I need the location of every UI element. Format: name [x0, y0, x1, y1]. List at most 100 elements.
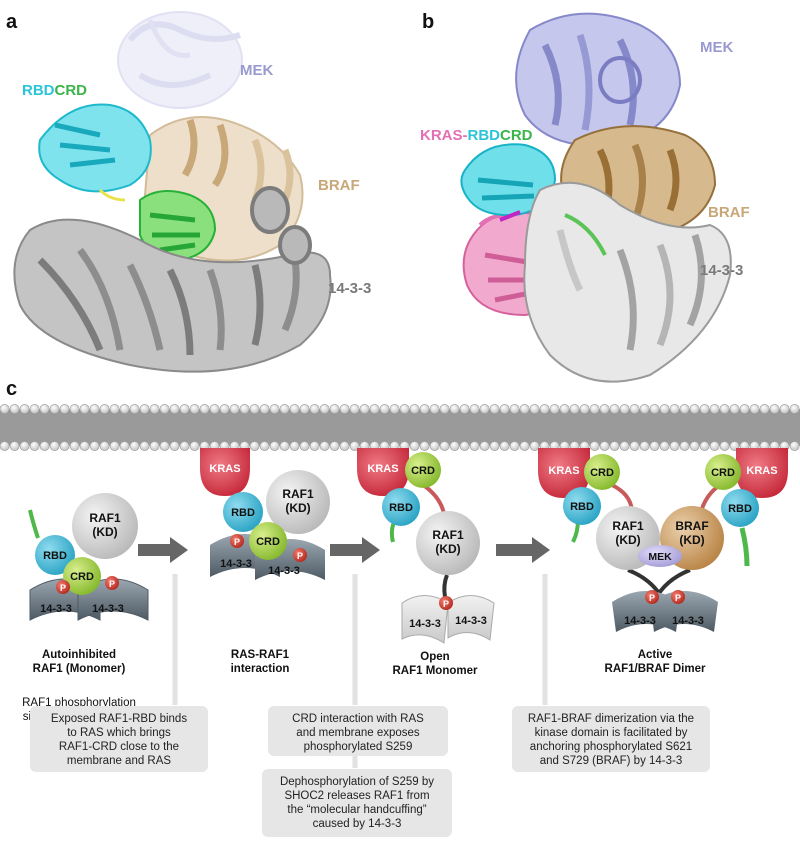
lipid-head — [699, 441, 710, 451]
lipid-head — [649, 441, 660, 451]
stage-active-dimer: KRAS KRAS RBD CRD RBD CRD RAF1(KD) BRAF(… — [538, 448, 788, 632]
lipid-head — [359, 404, 370, 414]
lipid-head — [269, 404, 280, 414]
lipid-head — [319, 441, 330, 451]
lipid-head — [769, 404, 780, 414]
panel-b-dash-label: - — [463, 127, 468, 144]
lipid-head — [179, 441, 190, 451]
lipid-head — [119, 404, 130, 414]
lipid-head — [719, 441, 730, 451]
lipid-head — [789, 441, 800, 451]
stage2-crd-label: CRD — [256, 536, 280, 548]
lipid-head — [129, 404, 140, 414]
lipid-head — [259, 441, 270, 451]
lipid-head — [29, 441, 40, 451]
lipid-head — [479, 404, 490, 414]
stage4-p-right — [671, 590, 685, 604]
lipid-head — [399, 404, 410, 414]
lipid-head — [169, 441, 180, 451]
lipid-head — [249, 441, 260, 451]
stage4-kras-right-label: KRAS — [746, 465, 777, 477]
stage1-crd-label: CRD — [70, 571, 94, 583]
stage-open-raf1-monomer: KRAS RBD CRD RAF1(KD) 14-3-3 14-3-3 P — [357, 448, 495, 644]
lipid-head — [429, 441, 440, 451]
stage1-p-left-label: P — [60, 583, 66, 593]
panel-a-label: a — [6, 11, 18, 33]
stage1-raf1-kd-node — [72, 493, 138, 559]
lipid-head — [509, 441, 520, 451]
lipid-head — [409, 441, 420, 451]
lipid-head — [659, 404, 670, 414]
lipid-head — [689, 441, 700, 451]
stage4-crd-left-label: CRD — [590, 467, 614, 479]
lipid-head — [89, 404, 100, 414]
lipid-head — [529, 441, 540, 451]
lipid-head — [149, 441, 160, 451]
panel-a-braf-label: BRAF — [318, 177, 360, 194]
lipid-head — [19, 441, 30, 451]
lipid-head — [239, 404, 250, 414]
lipid-head — [369, 404, 380, 414]
lipid-head — [449, 441, 460, 451]
arrow-1 — [138, 537, 188, 563]
stage3-kras-label: KRAS — [367, 463, 398, 475]
panel-b-crd-label: CRD — [500, 127, 533, 144]
stage4-braf-kd-label: BRAF(KD) — [675, 519, 708, 547]
stage3-14-3-3-left-label: 14-3-3 — [409, 618, 441, 630]
stage2-raf1-kd-label: RAF1(KD) — [282, 487, 314, 515]
stage4-p-right-label: P — [675, 593, 681, 603]
lipid-head — [109, 441, 120, 451]
lipid-head — [459, 441, 470, 451]
stage4-14-3-3-left-label: 14-3-3 — [624, 615, 656, 627]
lipid-head — [99, 404, 110, 414]
stage2-p-right — [293, 548, 307, 562]
lipid-head — [489, 441, 500, 451]
lipid-head — [299, 404, 310, 414]
lipid-head — [299, 441, 310, 451]
lipid-head — [9, 441, 20, 451]
lipid-head — [79, 404, 90, 414]
lipid-head — [69, 441, 80, 451]
stage3-raf1-kd-label: RAF1(KD) — [432, 528, 464, 556]
panel-a-mek-label: MEK — [240, 62, 274, 79]
stage1-14-3-3-left-label: 14-3-3 — [40, 603, 72, 615]
lipid-head — [289, 404, 300, 414]
lipid-head — [419, 441, 430, 451]
stage3-raf1-kd-node — [416, 511, 480, 575]
lipid-head — [109, 404, 120, 414]
lipid-head — [349, 404, 360, 414]
panel-a-rbd-ribbon — [38, 103, 152, 202]
lipid-head — [529, 404, 540, 414]
lipid-head — [389, 404, 400, 414]
lipid-head — [689, 404, 700, 414]
arrow-3 — [496, 537, 550, 563]
lipid-head — [29, 404, 40, 414]
stage2-p-left — [230, 534, 244, 548]
lipid-head — [349, 441, 360, 451]
lipid-head — [619, 404, 630, 414]
panel-b-label: b — [422, 11, 434, 33]
lipid-head — [189, 441, 200, 451]
lipid-head — [59, 441, 70, 451]
lipid-head — [0, 404, 10, 414]
panel-a-14-3-3-label: 14-3-3 — [328, 280, 371, 297]
lipid-head — [279, 404, 290, 414]
stage1-rbd-label: RBD — [43, 550, 67, 562]
lipid-head — [609, 441, 620, 451]
lipid-bilayer-membrane — [0, 404, 800, 451]
lipid-head — [489, 404, 500, 414]
lipid-head — [159, 441, 170, 451]
lipid-head — [289, 441, 300, 451]
lipid-head — [679, 441, 690, 451]
lipid-head — [539, 404, 550, 414]
panel-a-crd-label: CRD — [55, 82, 88, 99]
lipid-head — [439, 441, 450, 451]
panel-a-14-3-3-ribbon — [13, 186, 332, 373]
stage2-rbd-node — [223, 492, 263, 532]
stage2-caption: RAS-RAF1 interaction — [200, 634, 320, 676]
stage4-kras-left-label: KRAS — [548, 465, 579, 477]
stage3-rbd-node — [382, 488, 420, 526]
stage4-mek-node — [638, 545, 682, 567]
lipid-head — [139, 404, 150, 414]
lipid-head — [469, 404, 480, 414]
